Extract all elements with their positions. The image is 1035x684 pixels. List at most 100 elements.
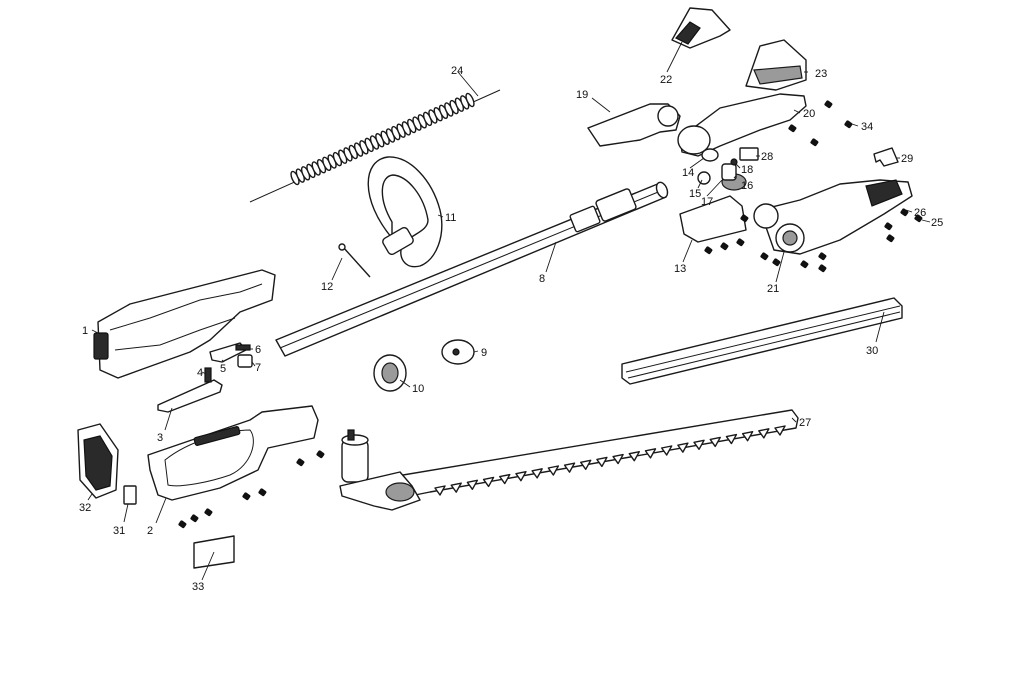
callout-31: 31 bbox=[113, 525, 125, 537]
screw bbox=[772, 258, 781, 267]
callout-8: 8 bbox=[539, 273, 545, 285]
blade-tooth bbox=[677, 442, 689, 453]
part-17-shaft bbox=[721, 163, 737, 181]
screw bbox=[810, 138, 819, 147]
screw bbox=[204, 508, 213, 517]
callout-26: 26 bbox=[914, 207, 926, 219]
part-3-trigger-lever bbox=[157, 379, 223, 413]
part-7-lock bbox=[237, 354, 253, 368]
blade-tooth bbox=[709, 436, 721, 448]
part-27-blade-assembly bbox=[339, 409, 799, 511]
blade-tooth bbox=[499, 473, 511, 485]
callout-23: 23 bbox=[815, 68, 827, 80]
part-2-handle-housing bbox=[147, 405, 319, 501]
blade-tooth bbox=[628, 451, 640, 462]
part-24-spring bbox=[249, 89, 501, 203]
callout-4: 4 bbox=[197, 367, 203, 379]
blade-tooth bbox=[450, 482, 462, 493]
callout-25: 25 bbox=[931, 217, 943, 229]
callout-19: 19 bbox=[576, 89, 588, 101]
blade-tooth bbox=[693, 439, 705, 450]
part-9-end-cap bbox=[441, 339, 475, 365]
callout-3: 3 bbox=[157, 432, 163, 444]
blade-tooth bbox=[563, 462, 576, 473]
part-6-spring bbox=[235, 344, 251, 351]
blade-tooth bbox=[547, 465, 560, 476]
part-29-clip bbox=[873, 147, 899, 167]
blade-tooth bbox=[644, 448, 657, 459]
callout-15: 15 bbox=[689, 188, 701, 200]
blade-tooth bbox=[580, 459, 592, 470]
blade-tooth bbox=[515, 471, 527, 482]
callout-14: 14 bbox=[682, 167, 694, 179]
part-15-washer bbox=[697, 171, 711, 185]
callout-29: 29 bbox=[901, 153, 913, 165]
screw-set bbox=[178, 100, 923, 529]
callout-7: 7 bbox=[255, 362, 261, 374]
blade-tooth bbox=[531, 468, 543, 479]
screw bbox=[178, 520, 187, 529]
screw bbox=[914, 214, 923, 223]
part-4-spring bbox=[204, 367, 212, 383]
leader-lines bbox=[87, 41, 931, 581]
callout-12: 12 bbox=[321, 281, 333, 293]
callout-5: 5 bbox=[220, 363, 226, 375]
part-20-head-housing bbox=[677, 93, 807, 157]
part-28-bracket bbox=[739, 147, 759, 161]
callout-11: 11 bbox=[445, 212, 456, 224]
blade-tooth bbox=[466, 479, 479, 490]
part-1-housing-half bbox=[93, 269, 276, 379]
callout-34: 34 bbox=[861, 121, 873, 133]
callout-10: 10 bbox=[412, 383, 424, 395]
callout-18: 18 bbox=[741, 164, 753, 176]
callout-9: 9 bbox=[481, 347, 487, 359]
screw bbox=[760, 252, 769, 261]
blade-tooth bbox=[482, 476, 495, 488]
screw bbox=[190, 514, 199, 523]
blade-tooth bbox=[725, 433, 738, 445]
part-31-clip bbox=[123, 485, 137, 505]
part-14-gear bbox=[701, 148, 719, 162]
callout-1: 1 bbox=[82, 325, 88, 337]
callout-21: 21 bbox=[767, 283, 779, 295]
part-32-battery bbox=[77, 423, 119, 499]
callout-24: 24 bbox=[451, 65, 463, 77]
callout-labels: 1 2 3 4 5 6 7 8 9 10 11 12 13 14 15 16 1… bbox=[79, 65, 943, 593]
screw bbox=[258, 488, 267, 497]
part-19-gear-cover bbox=[587, 103, 681, 147]
callout-2: 2 bbox=[147, 525, 153, 537]
screw bbox=[824, 100, 833, 109]
callout-17: 17 bbox=[701, 196, 713, 208]
blade-tooth bbox=[741, 431, 754, 442]
callout-13: 13 bbox=[674, 263, 686, 275]
screw bbox=[720, 242, 729, 251]
part-23-housing-cap bbox=[745, 39, 807, 91]
blade-tooth bbox=[774, 425, 786, 436]
screw bbox=[884, 222, 893, 231]
callout-22: 22 bbox=[660, 74, 672, 86]
screw bbox=[740, 214, 749, 223]
callout-33: 33 bbox=[192, 581, 204, 593]
screw bbox=[844, 120, 853, 129]
callout-6: 6 bbox=[255, 344, 261, 356]
callout-20: 20 bbox=[803, 108, 815, 120]
blade-tooth bbox=[596, 456, 608, 468]
callout-27: 27 bbox=[799, 417, 811, 429]
part-11-loop-handle bbox=[367, 156, 443, 268]
part-30-blade-guard bbox=[621, 297, 903, 385]
part-21-pivot-handle bbox=[753, 179, 913, 255]
part-8-main-tube bbox=[275, 181, 669, 357]
part-12-pin bbox=[338, 243, 371, 278]
callout-30: 30 bbox=[866, 345, 878, 357]
screw bbox=[736, 238, 745, 247]
blade-tooth bbox=[612, 453, 624, 465]
screw bbox=[818, 252, 827, 261]
screw bbox=[704, 246, 713, 255]
blade-tooth bbox=[434, 485, 446, 496]
screw bbox=[316, 450, 325, 459]
screw bbox=[886, 234, 895, 243]
spring-coil bbox=[465, 92, 475, 108]
blade-tooth bbox=[660, 445, 673, 456]
